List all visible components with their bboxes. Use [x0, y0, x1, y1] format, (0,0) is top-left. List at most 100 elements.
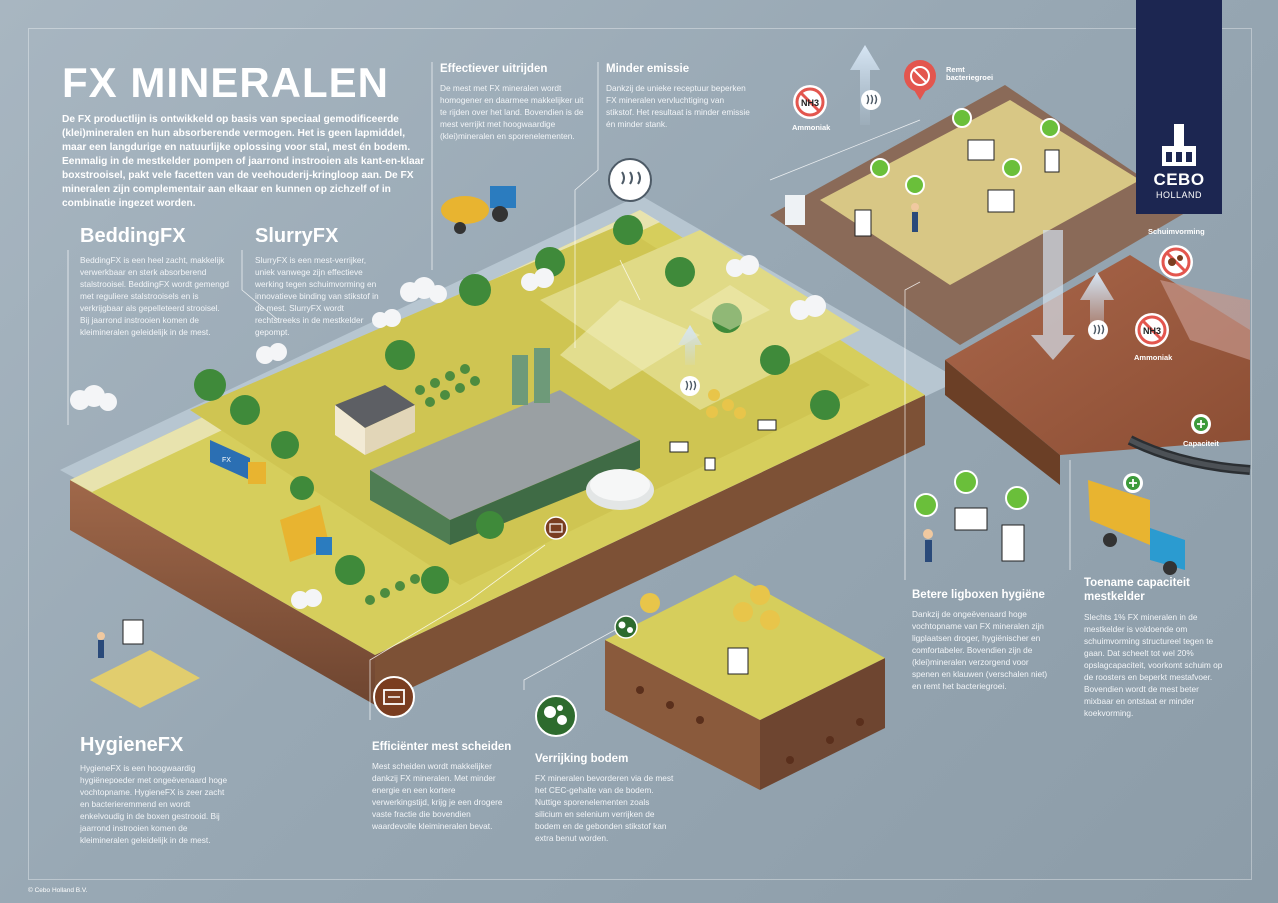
- hygiene-title: HygieneFX: [80, 734, 184, 756]
- soil-enrichment-icon-small: [614, 615, 638, 639]
- brand-name: CEBO: [1153, 170, 1205, 189]
- truck-fx-label: FX: [222, 457, 231, 464]
- bedding-body: BeddingFX is een heel zacht, makkelijk v…: [80, 255, 229, 338]
- steam-icon: [608, 158, 652, 202]
- truck-fx: FX: [210, 440, 266, 484]
- cow-lower-left: [122, 619, 144, 645]
- bodem-title: Verrijking bodem: [535, 753, 629, 765]
- section-ligboxen: Betere ligboxen hygiëne Dankzij de ongeë…: [912, 588, 1052, 692]
- emissie-body: Dankzij de unieke receptuur beperken FX …: [606, 83, 750, 130]
- platform-soil-right: [375, 395, 925, 705]
- no-ammonia-icon: NH3: [793, 85, 827, 119]
- house-wall: [335, 405, 365, 455]
- uitrijden-title: Effectiever uitrijden: [440, 63, 548, 75]
- farmer-stable: [911, 203, 919, 232]
- stable-beds: [820, 100, 1140, 285]
- section-slurry: SlurryFX SlurryFX is een mest-verrijker,…: [255, 226, 385, 338]
- separator-icon: [373, 676, 415, 718]
- bottom-block-side: [605, 640, 760, 790]
- stall-lower-left: [90, 650, 200, 708]
- smiley-icons: [870, 108, 1060, 517]
- factory-icon: [1162, 124, 1196, 166]
- copyright: © Cebo Holland B.V.: [28, 887, 88, 894]
- ligboxen-title: Betere ligboxen hygiëne: [912, 589, 1045, 601]
- no-bacteria-icon: [904, 60, 936, 100]
- hay-bales: [706, 389, 746, 419]
- light-beam: [560, 300, 700, 390]
- bodem-body: FX mineralen bevorderen via de mest het …: [535, 773, 674, 844]
- nh3-text-top: NH3: [801, 98, 819, 108]
- arrow-up-right: [1080, 272, 1114, 340]
- truck-tanker: [280, 505, 332, 562]
- house-wall-front: [365, 405, 415, 455]
- brand-sub: HOLLAND: [1155, 190, 1202, 200]
- cow-bottom: [727, 647, 749, 675]
- silo: [512, 355, 528, 405]
- soil-dots: [636, 686, 864, 764]
- no-ammonia-icon: NH3: [1135, 313, 1169, 347]
- barn-wall: [370, 470, 450, 545]
- silo: [534, 348, 550, 403]
- section-scheiden: Efficiënter mest scheiden Mest scheiden …: [372, 740, 512, 832]
- no-foam-icon: [1159, 245, 1193, 279]
- ligboxen-body: Dankzij de ongeëvenaard hoge vochtopname…: [912, 609, 1048, 692]
- bottom-hay: [640, 585, 780, 630]
- label-remt: Remt bacteriegroei: [946, 65, 994, 83]
- section-bedding: BeddingFX BeddingFX is een heel zacht, m…: [80, 226, 230, 338]
- light-beam-2: [690, 285, 770, 330]
- section-bodem: Verrijking bodem FX mineralen bevorderen…: [535, 752, 675, 844]
- plus-icon: [1123, 473, 1143, 493]
- leader-lines: [67, 62, 1071, 720]
- hygiene-body: HygieneFX is een hoogwaardig hygiënepoed…: [80, 763, 228, 846]
- capaciteit-body: Slechts 1% FX mineralen in de mestkelder…: [1084, 611, 1223, 718]
- arrow-up-top: [850, 45, 880, 125]
- uitrijden-body: De mest met FX mineralen wordt homogener…: [440, 83, 584, 142]
- scheiden-body: Mest scheiden wordt makkelijker dankzij …: [372, 761, 503, 832]
- mest-side: [945, 360, 1060, 485]
- page-title: FX MINERALEN: [62, 62, 422, 104]
- platform-soil-left: [70, 480, 375, 705]
- slurry-title: SlurryFX: [255, 225, 339, 247]
- clouds: [70, 255, 826, 609]
- section-uitrijden: Effectiever uitrijden De mest met FX min…: [440, 62, 585, 142]
- intro-text: De FX productlijn is ontwikkeld op basis…: [62, 114, 425, 210]
- tractor: [441, 186, 516, 234]
- steam-icon: [861, 90, 881, 110]
- barn-roof: [370, 390, 640, 520]
- title-text: FX MINERALEN: [62, 59, 389, 106]
- section-emissie: Minder emissie Dankzij de unieke receptu…: [606, 62, 751, 130]
- stable-tank: [785, 195, 805, 225]
- brand-logo: CEBO HOLLAND: [1136, 0, 1222, 214]
- stable-cows: [854, 139, 1060, 237]
- label-ammoniak-right: Ammoniak: [1134, 353, 1173, 362]
- crop-rows: [365, 364, 480, 605]
- section-hygiene: HygieneFX HygieneFX is een hoogwaardig h…: [80, 735, 235, 846]
- house-roof: [335, 385, 415, 428]
- farmer-left: [97, 632, 105, 658]
- scheiden-title: Efficiënter mest scheiden: [372, 741, 512, 753]
- arrow-up-field: [678, 325, 702, 365]
- arrow-down-right: [1031, 230, 1075, 360]
- tanker-right: [1088, 480, 1185, 575]
- steam-icon: [1088, 320, 1108, 340]
- cows: [669, 419, 777, 471]
- capaciteit-title: Toename capaciteit mestkelder: [1084, 577, 1190, 604]
- cows-right: [954, 507, 1025, 562]
- label-ammoniak-top: Ammoniak: [792, 123, 831, 132]
- frame-border: [28, 28, 1252, 880]
- soil-enrichment-icon: [535, 695, 577, 737]
- label-schuim: Schuimvorming: [1148, 227, 1205, 236]
- mest-foam: [1160, 280, 1250, 360]
- separator-icon-small: [544, 516, 568, 540]
- nh3-text-right: NH3: [1143, 326, 1161, 336]
- slurry-body: SlurryFX is een mest-verrijker, uniek va…: [255, 255, 379, 338]
- steam-icon: [680, 376, 700, 396]
- farmer-right: [923, 529, 933, 562]
- plus-icon: [1191, 414, 1211, 434]
- bedding-title: BeddingFX: [80, 225, 186, 247]
- emissie-title: Minder emissie: [606, 63, 690, 75]
- label-capaciteit: Capaciteit: [1183, 439, 1219, 448]
